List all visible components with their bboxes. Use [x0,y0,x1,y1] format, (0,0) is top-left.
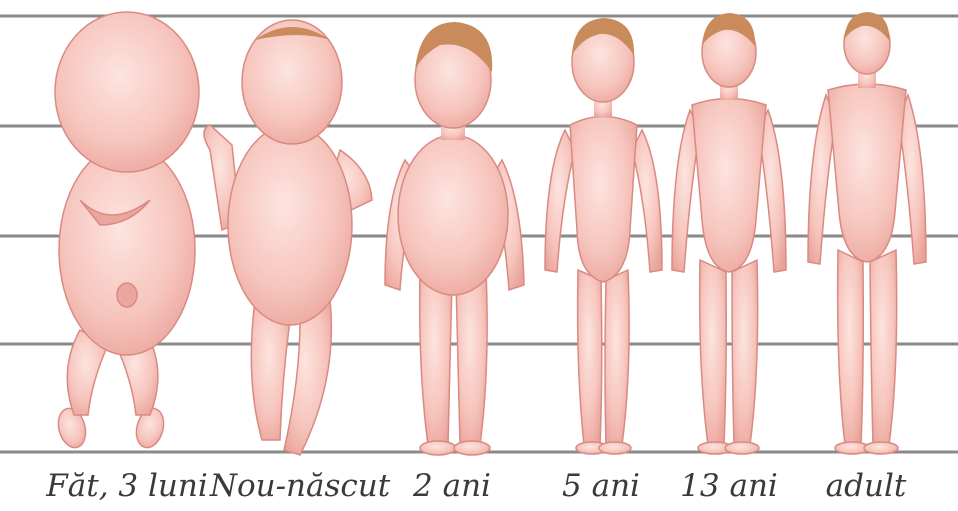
figure-adult [808,12,926,454]
label-age-2: 2 ani [413,468,491,504]
label-age-13: 13 ani [680,468,778,504]
figure-age-13 [672,13,786,454]
label-newborn: Nou-născut [210,468,390,504]
figure-age-2 [385,22,524,455]
label-adult: adult [826,468,907,504]
figure-fetus [54,12,199,451]
label-age-5: 5 ani [562,468,640,504]
label-fetus: Făt, 3 luni [46,468,208,504]
figure-newborn [204,20,372,455]
